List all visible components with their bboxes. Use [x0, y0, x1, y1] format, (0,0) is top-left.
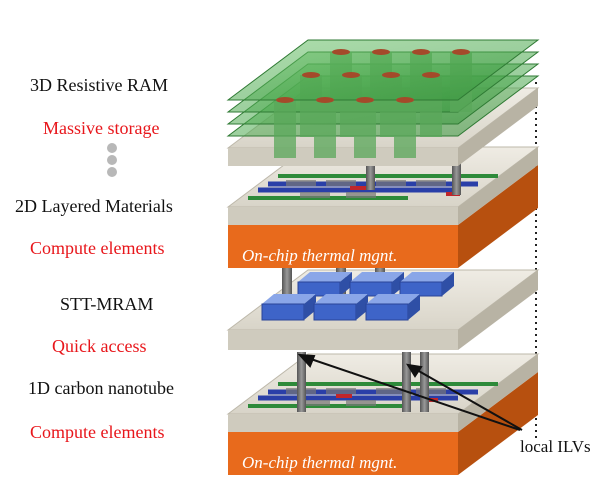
thermal-slab-front [228, 432, 458, 475]
ilv-arrows [297, 353, 523, 431]
layered-title: 2D Layered Materials [15, 196, 173, 216]
mram-caption: Quick access [52, 336, 147, 356]
thermal-label-middle: On-chip thermal mgnt. [242, 246, 397, 265]
layer-mram [226, 268, 540, 350]
ilv-label: local ILVs [520, 437, 591, 456]
substrate-side [458, 354, 538, 432]
rram-caption: Massive storage [43, 118, 160, 138]
cnt-title: 1D carbon nanotube [28, 378, 174, 398]
layered-caption: Compute elements [30, 238, 165, 258]
mram-blocks [261, 272, 454, 321]
layer-rram [226, 39, 540, 166]
ellipsis-dots [107, 143, 117, 177]
rram-title: 3D Resistive RAM [30, 75, 169, 95]
mram-title: STT-MRAM [60, 294, 154, 314]
substrate-front [228, 414, 458, 432]
thermal-label-bottom: On-chip thermal mgnt. [242, 453, 397, 472]
cnt-caption: Compute elements [30, 422, 165, 442]
